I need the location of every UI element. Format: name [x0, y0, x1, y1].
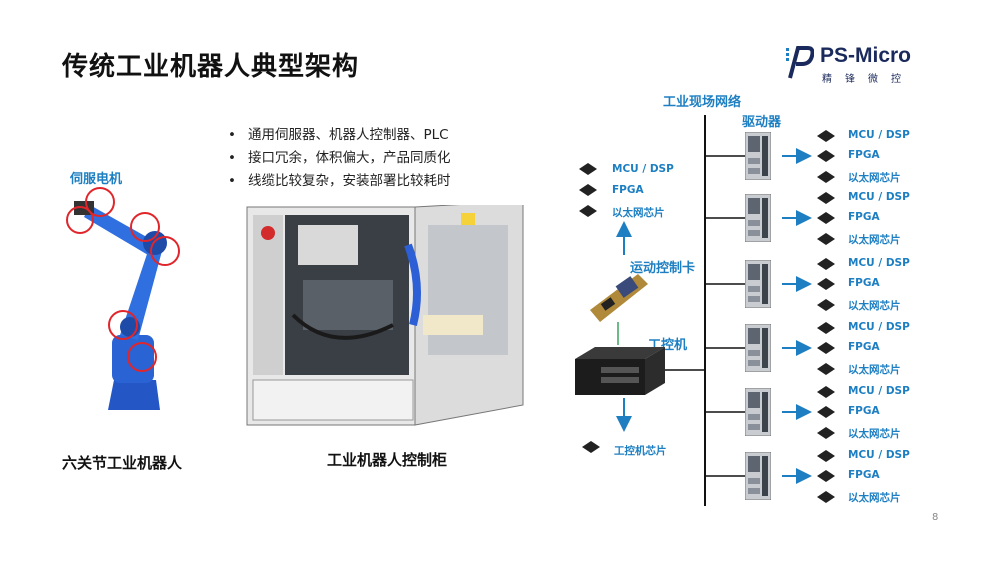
chip-icon	[579, 184, 597, 196]
drive-label: 驱动器	[742, 115, 782, 130]
chip-icon	[817, 342, 835, 354]
servo-drive-image	[745, 132, 771, 180]
drive-chip-label: FPGA	[848, 405, 880, 417]
drive-chip-label: MCU / DSP	[848, 385, 910, 397]
servo-drive-image	[745, 194, 771, 242]
chip-icon	[817, 130, 835, 142]
drive-chip-label: MCU / DSP	[848, 129, 910, 141]
control-cabinet-image	[246, 205, 524, 426]
motion-chip-label: MCU / DSP	[612, 163, 674, 175]
drive-chip-label: FPGA	[848, 211, 880, 223]
drive-chip-label: 以太网芯片	[848, 172, 901, 184]
chip-icon	[817, 258, 835, 270]
ipc-chip-label: 工控机芯片	[614, 445, 667, 457]
chip-icon	[817, 171, 835, 183]
robot-caption: 六关节工业机器人	[62, 454, 183, 472]
chip-icon	[817, 212, 835, 224]
chip-icon	[817, 278, 835, 290]
page-number: 8	[932, 512, 939, 523]
drive-chip-label: FPGA	[848, 277, 880, 289]
chip-icon	[817, 427, 835, 439]
chip-icon	[817, 386, 835, 398]
cabinet-caption: 工业机器人控制柜	[327, 451, 448, 469]
logo-brand: PS-Micro	[820, 44, 912, 67]
chip-icon	[579, 205, 597, 217]
drive-chip-label: 以太网芯片	[848, 234, 901, 246]
bullet-item: 线缆比较复杂，安装部署比较耗时	[228, 170, 451, 193]
drive-chip-label: MCU / DSP	[848, 257, 910, 269]
ps-micro-logo-icon	[786, 46, 814, 79]
chip-icon	[817, 192, 835, 204]
motion-card-label: 运动控制卡	[630, 261, 696, 276]
drive-chip-label: MCU / DSP	[848, 449, 910, 461]
industrial-pc-image	[575, 347, 665, 395]
feature-bullets: 通用伺服器、机器人控制器、PLC 接口冗余，体积偏大，产品同质化 线缆比较复杂，…	[228, 124, 451, 193]
drive-chip-label: 以太网芯片	[848, 428, 901, 440]
chip-icon	[817, 299, 835, 311]
chip-icon	[817, 470, 835, 482]
drive-chip-label: FPGA	[848, 149, 880, 161]
drive-chip-label: 以太网芯片	[848, 364, 901, 376]
chip-icon	[817, 491, 835, 503]
drive-chip-label: 以太网芯片	[848, 492, 901, 504]
chip-icon	[817, 233, 835, 245]
chip-icon	[817, 450, 835, 462]
chip-icon	[582, 441, 600, 453]
servo-drive-image	[745, 260, 771, 308]
chip-icon	[817, 363, 835, 375]
drive-chip-label: MCU / DSP	[848, 321, 910, 333]
motion-chip-label: 以太网芯片	[612, 207, 665, 219]
servo-drive-image	[745, 452, 771, 500]
chip-icon	[817, 406, 835, 418]
page-title: 传统工业机器人典型架构	[62, 52, 360, 82]
chip-icon	[817, 150, 835, 162]
motion-card-image	[590, 274, 648, 322]
bullet-item: 接口冗余，体积偏大，产品同质化	[228, 147, 451, 170]
bullet-item: 通用伺服器、机器人控制器、PLC	[228, 124, 451, 147]
servo-drive-image	[745, 388, 771, 436]
chip-icon	[579, 163, 597, 175]
drive-chip-label: FPGA	[848, 341, 880, 353]
drive-chip-label: MCU / DSP	[848, 191, 910, 203]
motion-chip-label: FPGA	[612, 184, 644, 196]
servo-motor-label: 伺服电机	[70, 172, 123, 187]
drive-chip-label: FPGA	[848, 469, 880, 481]
six-axis-robot-image	[66, 187, 180, 410]
drive-chip-label: 以太网芯片	[848, 300, 901, 312]
chip-icon	[817, 322, 835, 334]
network-label: 工业现场网络	[663, 95, 742, 110]
servo-drive-image	[745, 324, 771, 372]
logo-tagline: 精锋微控	[822, 74, 914, 85]
